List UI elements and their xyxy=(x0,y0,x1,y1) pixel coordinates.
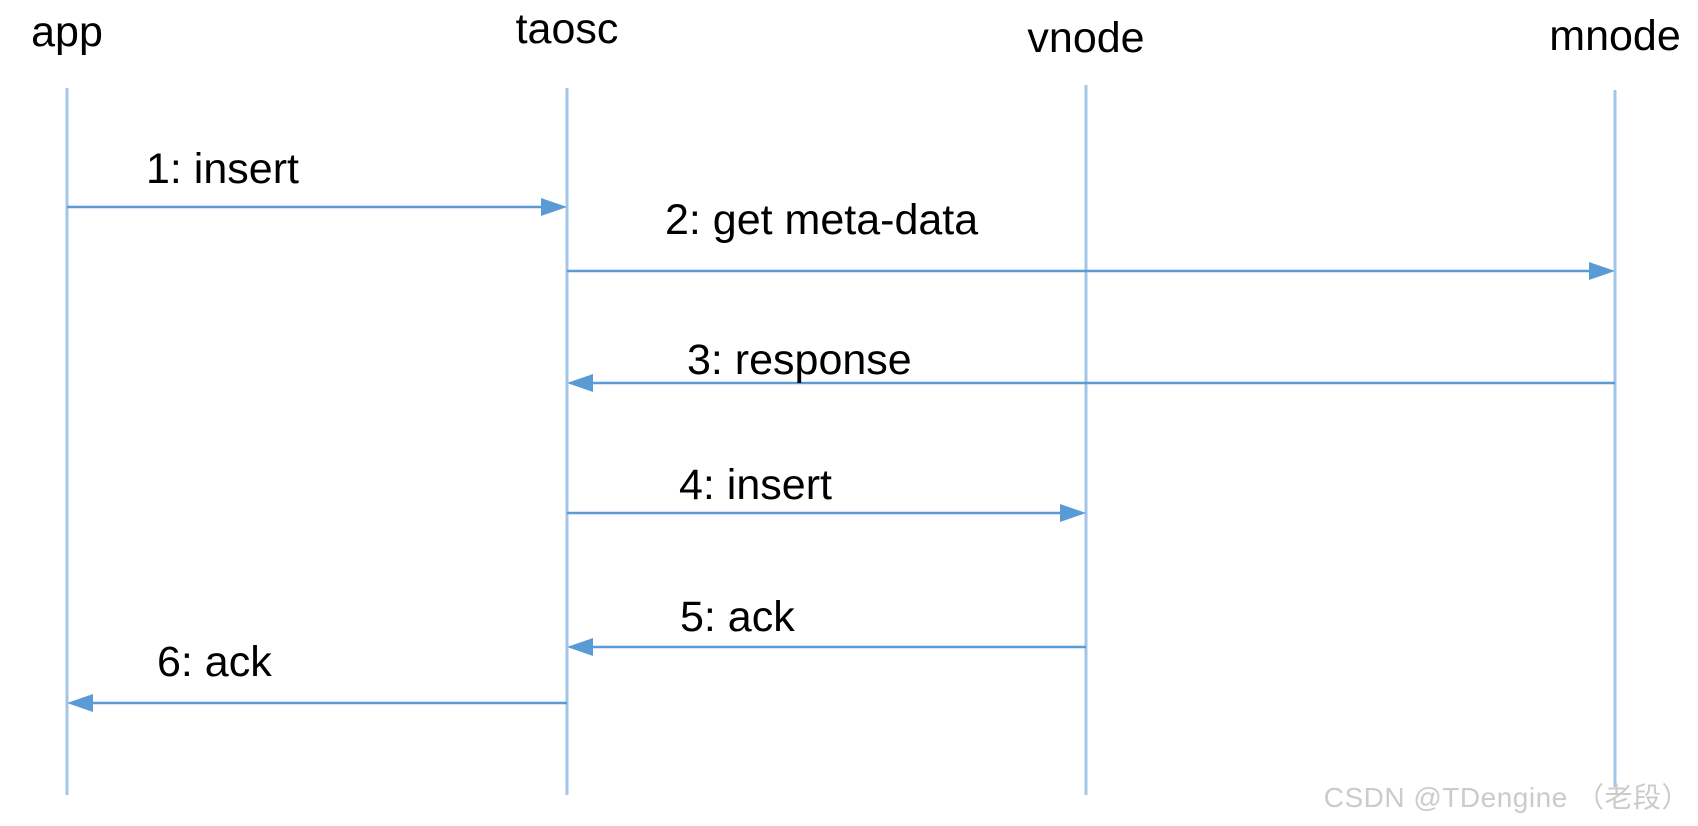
actor-label-vnode: vnode xyxy=(1027,14,1145,62)
message-arrowhead-icon-5 xyxy=(567,638,593,656)
message-arrowhead-icon-1 xyxy=(541,198,567,216)
actor-label-taosc: taosc xyxy=(515,5,619,53)
message-label-4: 4: insert xyxy=(679,461,832,509)
message-label-2: 2: get meta-data xyxy=(665,196,979,244)
message-label-5: 5: ack xyxy=(680,593,795,641)
message-label-3: 3: response xyxy=(687,336,912,384)
actor-label-app: app xyxy=(31,8,103,56)
message-arrowhead-icon-2 xyxy=(1589,262,1615,280)
message-label-1: 1: insert xyxy=(146,145,299,193)
message-arrowhead-icon-6 xyxy=(67,694,93,712)
message-arrowhead-icon-3 xyxy=(567,374,593,392)
message-arrowhead-icon-4 xyxy=(1060,504,1086,522)
message-label-6: 6: ack xyxy=(157,638,272,686)
watermark: CSDN @TDengine （老段） xyxy=(1323,782,1690,813)
actor-label-mnode: mnode xyxy=(1549,12,1681,60)
